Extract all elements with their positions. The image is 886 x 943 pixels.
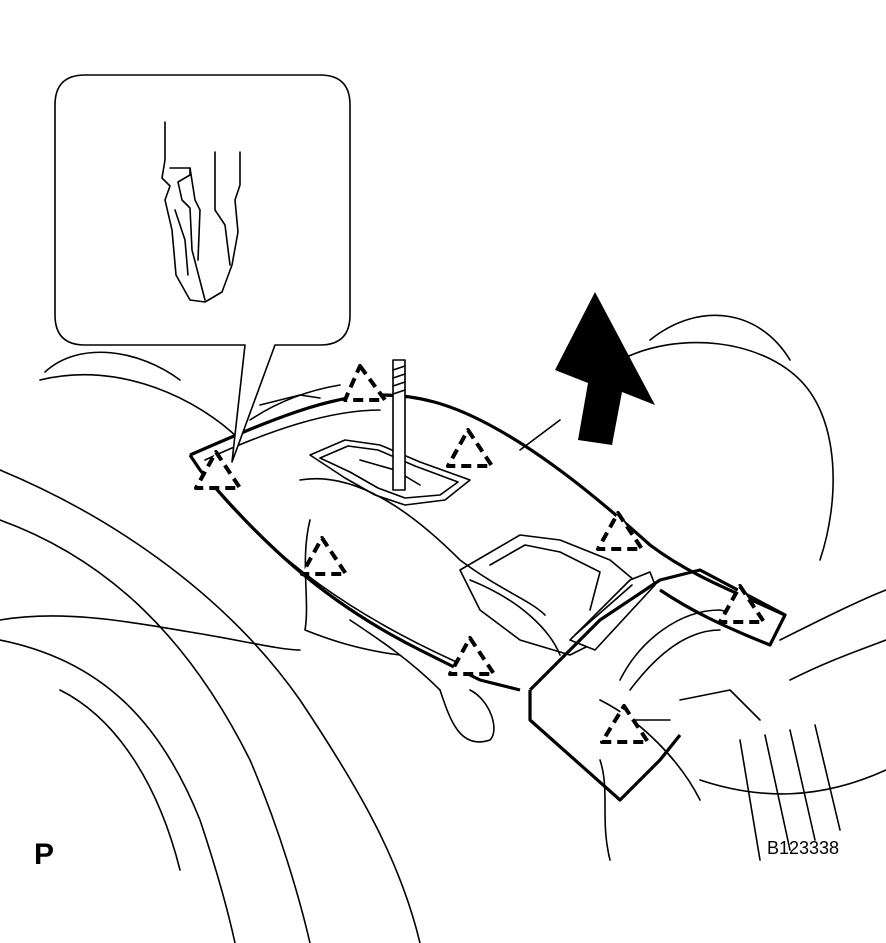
- arrow-up-icon: [555, 292, 655, 445]
- clip-marker-icon: [343, 364, 387, 402]
- figure-id: B123338: [767, 838, 840, 858]
- clip-marker-icon: [600, 704, 650, 744]
- clip-marker-icon: [718, 584, 766, 624]
- view-label: P: [34, 838, 55, 871]
- clip-marker-icon: [300, 536, 348, 576]
- clip-marker-icon: [448, 636, 496, 676]
- console-upper-panel: [188, 384, 787, 861]
- clip-marker-icon: [596, 511, 644, 551]
- shift-rod: [392, 359, 406, 491]
- clip-markers: [194, 364, 766, 744]
- clip-marker-icon: [446, 428, 494, 468]
- clip-marker-icon: [194, 450, 242, 490]
- background-outlines: [0, 314, 886, 943]
- clip-detail-callout: [54, 74, 351, 463]
